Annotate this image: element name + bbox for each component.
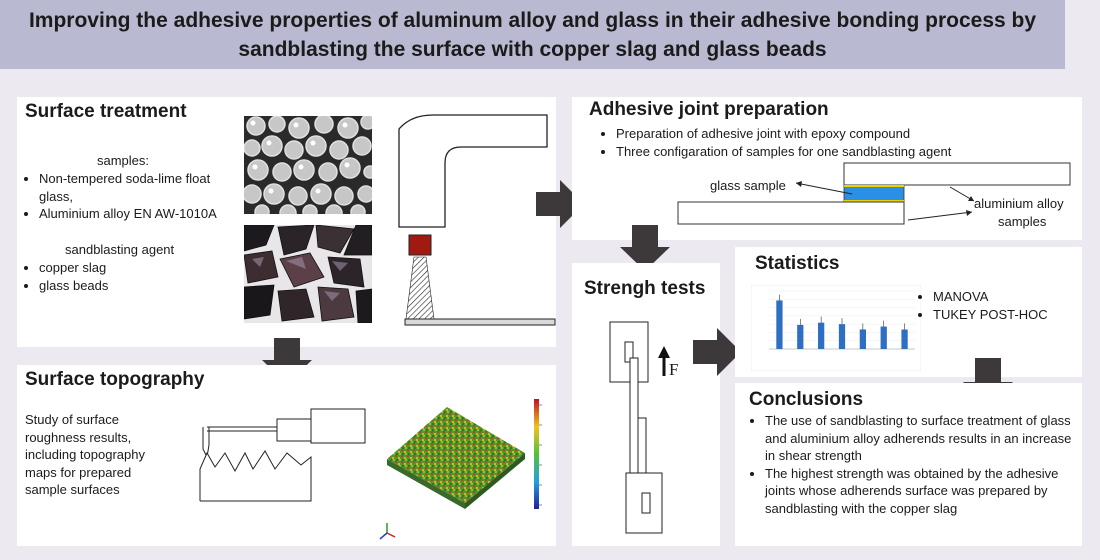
conclusions-heading: Conclusions <box>749 389 864 410</box>
agent-label: sandblasting agent <box>65 242 175 257</box>
agents-list: copper slag glass beads <box>23 259 223 294</box>
joint-bullet-epoxy: Preparation of adhesive joint with epoxy… <box>616 125 1042 143</box>
statistics-heading: Statistics <box>755 253 840 274</box>
method-manova: MANOVA <box>933 288 1077 306</box>
force-label: F <box>669 360 679 379</box>
right-arrow-2 <box>693 328 741 376</box>
samples-label: samples: <box>97 153 150 168</box>
conclusion-item-1: The use of sandblasting to surface treat… <box>765 412 1079 465</box>
chart-bar <box>818 322 825 349</box>
conclusions-panel: Conclusions The use of sandblasting to s… <box>735 383 1082 546</box>
chart-bar <box>880 326 887 349</box>
statistics-panel: Statistics MANOVA TUKEY POST-HOC <box>735 247 1082 377</box>
shear-test-drawing <box>609 321 670 534</box>
samples-list: Non-tempered soda-lime float glass, Alum… <box>23 170 238 223</box>
chart-bar <box>838 324 846 349</box>
surface-topography-text: Study of surface roughness results, incl… <box>25 412 145 497</box>
profilometer-drawing <box>199 408 366 502</box>
chart-bar <box>776 300 783 349</box>
sandblasting-nozzle-drawing <box>398 114 556 326</box>
glass-sample-label: glass sample <box>710 178 786 193</box>
surface-treatment-heading: Surface treatment <box>25 101 187 122</box>
sample-item-glass: Non-tempered soda-lime float glass, <box>39 170 238 205</box>
conclusions-list: The use of sandblasting to surface treat… <box>749 412 1079 517</box>
joint-preparation-list: Preparation of adhesive joint with epoxy… <box>582 125 1042 160</box>
down-arrow-1 <box>262 338 312 384</box>
chart-bar <box>859 329 866 349</box>
strength-tests-heading: Strengh tests <box>584 278 706 299</box>
glass-beads-photo <box>244 116 372 214</box>
method-tukey: TUKEY POST-HOC <box>933 306 1077 324</box>
joint-preparation-heading: Adhesive joint preparation <box>589 99 829 120</box>
copper-slag-photo <box>244 225 372 323</box>
chart-bar <box>901 329 908 349</box>
surface-topography-heading: Surface topography <box>25 369 205 390</box>
topography-map <box>379 399 542 540</box>
conclusion-item-2: The highest strength was obtained by the… <box>765 465 1079 518</box>
statistics-methods-list: MANOVA TUKEY POST-HOC <box>917 288 1077 323</box>
surface-treatment-panel: Surface treatment samples: Non-tempered … <box>17 97 556 347</box>
poster-title-box: Improving the adhesive properties of alu… <box>0 0 1065 69</box>
chart-bar <box>797 324 804 349</box>
joint-preparation-panel: Adhesive joint preparation Preparation o… <box>572 97 1082 240</box>
poster-title: Improving the adhesive properties of alu… <box>28 8 1037 61</box>
joint-bullet-configuration: Three configaration of samples for one s… <box>616 143 1042 161</box>
aluminium-label-line1: aluminium alloy <box>974 196 1064 211</box>
strength-tests-panel: Strengh tests F <box>572 263 720 546</box>
surface-topography-panel: Surface topography Study of surface roug… <box>17 365 556 546</box>
agent-item-copper-slag: copper slag <box>39 259 223 277</box>
adhesive-joint-drawing <box>677 162 1071 225</box>
aluminium-label-line2: samples <box>998 214 1047 229</box>
down-arrow-2 <box>620 225 670 271</box>
sample-item-aluminium: Aluminium alloy EN AW-1010A <box>39 205 238 223</box>
agent-item-glass-beads: glass beads <box>39 277 223 295</box>
shear-strength-chart <box>751 285 921 371</box>
